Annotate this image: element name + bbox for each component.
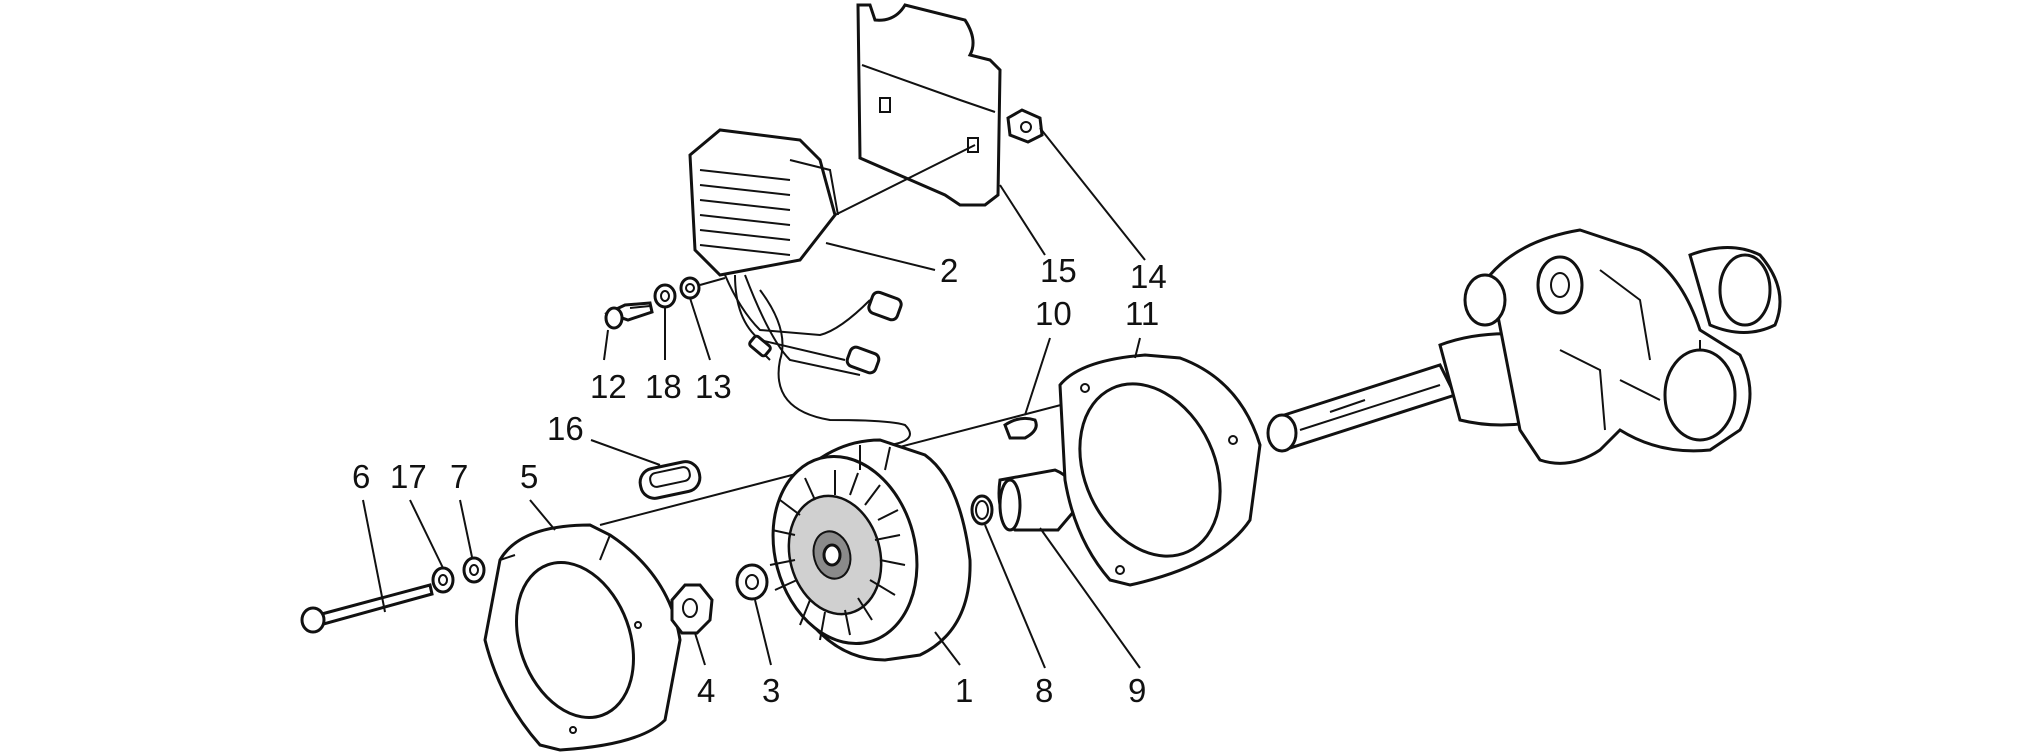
leader-2-bracket xyxy=(834,144,976,216)
part-6-long-bolt xyxy=(300,583,434,634)
callout-16: 16 xyxy=(547,410,584,447)
crankshaft xyxy=(1266,228,1782,465)
part-13-washer xyxy=(679,276,701,300)
callout-1: 1 xyxy=(955,672,973,709)
callout-7: 7 xyxy=(450,458,468,495)
part-2-voltage-regulator xyxy=(688,128,911,446)
callout-2: 2 xyxy=(940,252,958,289)
part-1-rotor-stator xyxy=(769,438,972,662)
callout-3: 3 xyxy=(762,672,780,709)
part-4-nut xyxy=(670,583,714,635)
callout-17: 17 xyxy=(390,458,427,495)
callout-labels: 2 15 14 10 11 12 18 13 16 6 17 7 5 4 3 1… xyxy=(352,252,1167,709)
callout-6: 6 xyxy=(352,458,370,495)
callout-14: 14 xyxy=(1130,258,1167,295)
callout-11: 11 xyxy=(1125,295,1159,332)
part-14-clip xyxy=(1006,108,1044,144)
callout-18: 18 xyxy=(645,368,682,405)
part-5-front-cover xyxy=(483,523,682,752)
callout-4: 4 xyxy=(697,672,715,709)
callout-13: 13 xyxy=(695,368,732,405)
callout-5: 5 xyxy=(520,458,538,495)
part-7-washer xyxy=(462,556,486,584)
callout-10: 10 xyxy=(1035,295,1072,332)
part-10-key xyxy=(1003,416,1038,440)
part-18-washer xyxy=(653,283,677,309)
leader-lines xyxy=(362,127,1146,669)
part-17-washer xyxy=(431,566,455,594)
part-8-circlip xyxy=(970,494,994,526)
part-11-rear-cover xyxy=(1058,353,1262,587)
callout-8: 8 xyxy=(1035,672,1053,709)
part-3-washer xyxy=(735,563,769,601)
part-16-grommet xyxy=(638,460,702,500)
callout-12: 12 xyxy=(590,368,627,405)
part-12-screw xyxy=(604,301,654,330)
callout-9: 9 xyxy=(1128,672,1146,709)
part-15-mounting-bracket xyxy=(856,3,1002,207)
callout-15: 15 xyxy=(1040,252,1077,289)
